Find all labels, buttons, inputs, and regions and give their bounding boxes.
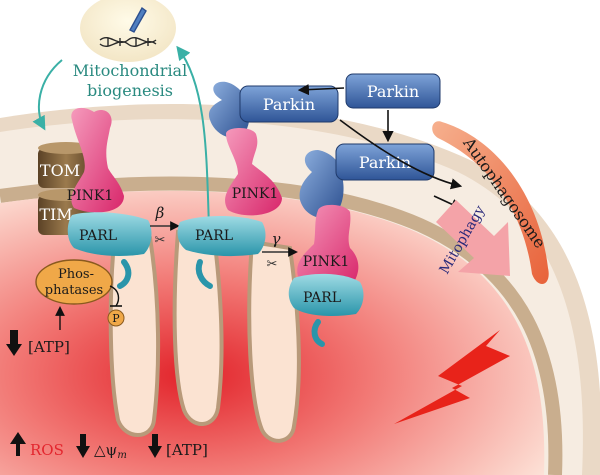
parl-right: PARL xyxy=(288,273,364,347)
parl-middle: PARL xyxy=(177,216,266,289)
down-arrow-icon-3 xyxy=(148,434,162,458)
pink1-left-label: PINK1 xyxy=(67,188,114,204)
biogenesis-arrow-left xyxy=(32,59,63,131)
beta-label: β xyxy=(155,204,165,222)
biogenesis-label-line1: Mitochondrial xyxy=(73,61,187,80)
parkin-middle: Parkin xyxy=(208,81,339,139)
parkin-right: Parkin xyxy=(299,143,435,219)
phosphatases: Phos- phatases xyxy=(35,259,113,305)
biogenesis-bubble xyxy=(80,0,176,62)
pink1-middle: PINK1 xyxy=(225,128,282,216)
crista-2 xyxy=(172,229,224,426)
crista-1 xyxy=(108,229,161,437)
gamma-cleavage: γ ✂ xyxy=(262,230,298,272)
crista-3 xyxy=(247,239,301,443)
dna-icon xyxy=(99,6,157,47)
parl-right-label: PARL xyxy=(303,290,341,306)
phospho-badge xyxy=(107,309,125,327)
atp-left: [ATP] xyxy=(6,330,70,356)
phosphatase-inhibition xyxy=(109,285,120,307)
parkin-middle-label: Parkin xyxy=(263,95,315,114)
pink1-middle-label: PINK1 xyxy=(232,186,279,202)
bottom-indicators: ROS △ψm [ATP] xyxy=(10,432,208,461)
scissors-icon: ✂ xyxy=(155,233,166,248)
parl-left: PARL xyxy=(67,212,152,289)
biogenesis-label-line2: biogenesis xyxy=(87,81,173,100)
parkin-top: Parkin xyxy=(345,73,441,109)
pink1-right-label: PINK1 xyxy=(303,254,350,270)
delta-psi-label: △ψm xyxy=(94,441,127,461)
gamma-label: γ xyxy=(272,230,281,248)
lightning-icon xyxy=(394,330,510,424)
beta-cleavage: β ✂ xyxy=(150,204,180,248)
tom-label: TOM xyxy=(40,161,80,180)
down-arrow-icon-2 xyxy=(76,434,90,458)
phosphatases-label-line1: Phos- xyxy=(58,267,94,282)
down-arrow-icon xyxy=(6,330,22,356)
inner-membrane xyxy=(0,176,563,475)
parl-middle-label: PARL xyxy=(195,228,233,244)
cristae xyxy=(108,229,301,443)
pink1-left: PINK1 xyxy=(67,107,124,213)
scissors-icon-2: ✂ xyxy=(267,257,278,272)
ros-label: ROS xyxy=(30,441,64,459)
arrow-parkin-to-middle xyxy=(297,83,345,96)
phosphatases-label-line2: phatases xyxy=(45,283,103,298)
tim-label: TIM xyxy=(39,205,72,224)
atp-bottom-label: [ATP] xyxy=(166,441,208,459)
parkin-top-label: Parkin xyxy=(367,82,419,101)
parkin-right-label: Parkin xyxy=(359,153,411,172)
parl-left-label: PARL xyxy=(79,228,117,244)
phospho-label: P xyxy=(112,312,120,325)
atp-left-label: [ATP] xyxy=(28,338,70,356)
pink1-right: PINK1 xyxy=(297,204,359,287)
arrow-to-autophagosome xyxy=(339,119,463,190)
tom-complex: TOM xyxy=(38,142,94,188)
up-arrow-icon xyxy=(10,432,26,456)
